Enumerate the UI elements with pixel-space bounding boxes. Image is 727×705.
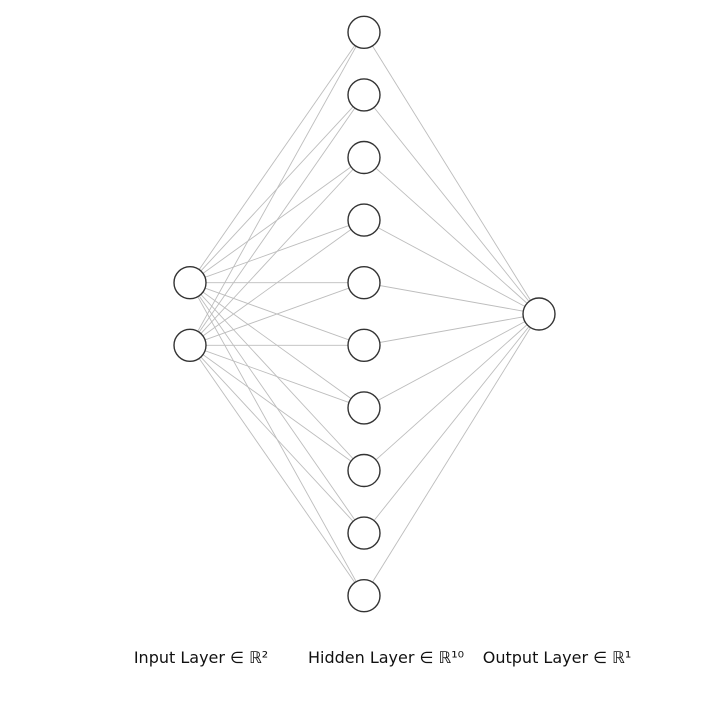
hidden-neuron-7 <box>347 391 381 425</box>
edge-hidden-7-to-output-1 <box>363 313 540 409</box>
hidden-neuron-6 <box>347 328 381 362</box>
edge-hidden-8-to-output-1 <box>363 313 540 471</box>
edge-input-1-to-hidden-1 <box>189 32 365 283</box>
edge-hidden-9-to-output-1 <box>363 313 540 534</box>
output-layer-label: Output Layer ∈ ℝ¹ <box>482 648 632 667</box>
edge-input-2-to-hidden-2 <box>189 94 365 346</box>
edge-input-2-to-hidden-3 <box>189 157 365 346</box>
edge-input-2-to-hidden-10 <box>189 345 365 596</box>
edge-input-2-to-hidden-4 <box>189 219 365 346</box>
edge-hidden-3-to-output-1 <box>363 157 540 315</box>
hidden-neuron-3 <box>347 140 381 175</box>
hidden-neuron-8 <box>347 453 381 488</box>
edge-input-2-to-hidden-7 <box>189 344 365 409</box>
edge-input-2-to-hidden-5 <box>189 282 365 346</box>
input-neuron-2 <box>173 328 207 362</box>
hidden-neuron-1 <box>347 15 381 49</box>
neuron-group <box>173 15 556 613</box>
hidden-layer-label: Hidden Layer ∈ ℝ¹⁰ <box>307 648 465 667</box>
hidden-neuron-9 <box>347 516 381 550</box>
edge-hidden-6-to-output-1 <box>363 313 540 346</box>
edge-input-2-to-hidden-8 <box>189 344 365 471</box>
hidden-neuron-10 <box>347 579 381 613</box>
input-neuron-1 <box>173 266 207 300</box>
hidden-neuron-5 <box>347 266 381 300</box>
edge-hidden-1-to-output-1 <box>363 32 540 315</box>
edge-hidden-5-to-output-1 <box>363 282 540 315</box>
edge-input-2-to-hidden-9 <box>189 344 365 534</box>
input-layer-label: Input Layer ∈ ℝ² <box>133 648 269 667</box>
edge-hidden-2-to-output-1 <box>363 94 540 315</box>
edge-hidden-4-to-output-1 <box>363 219 540 315</box>
edge-input-2-to-hidden-1 <box>189 32 365 346</box>
connection-group <box>189 32 540 596</box>
hidden-neuron-4 <box>347 203 381 237</box>
edge-hidden-10-to-output-1 <box>363 313 540 596</box>
output-neuron-1 <box>522 297 556 331</box>
hidden-neuron-2 <box>347 78 381 112</box>
